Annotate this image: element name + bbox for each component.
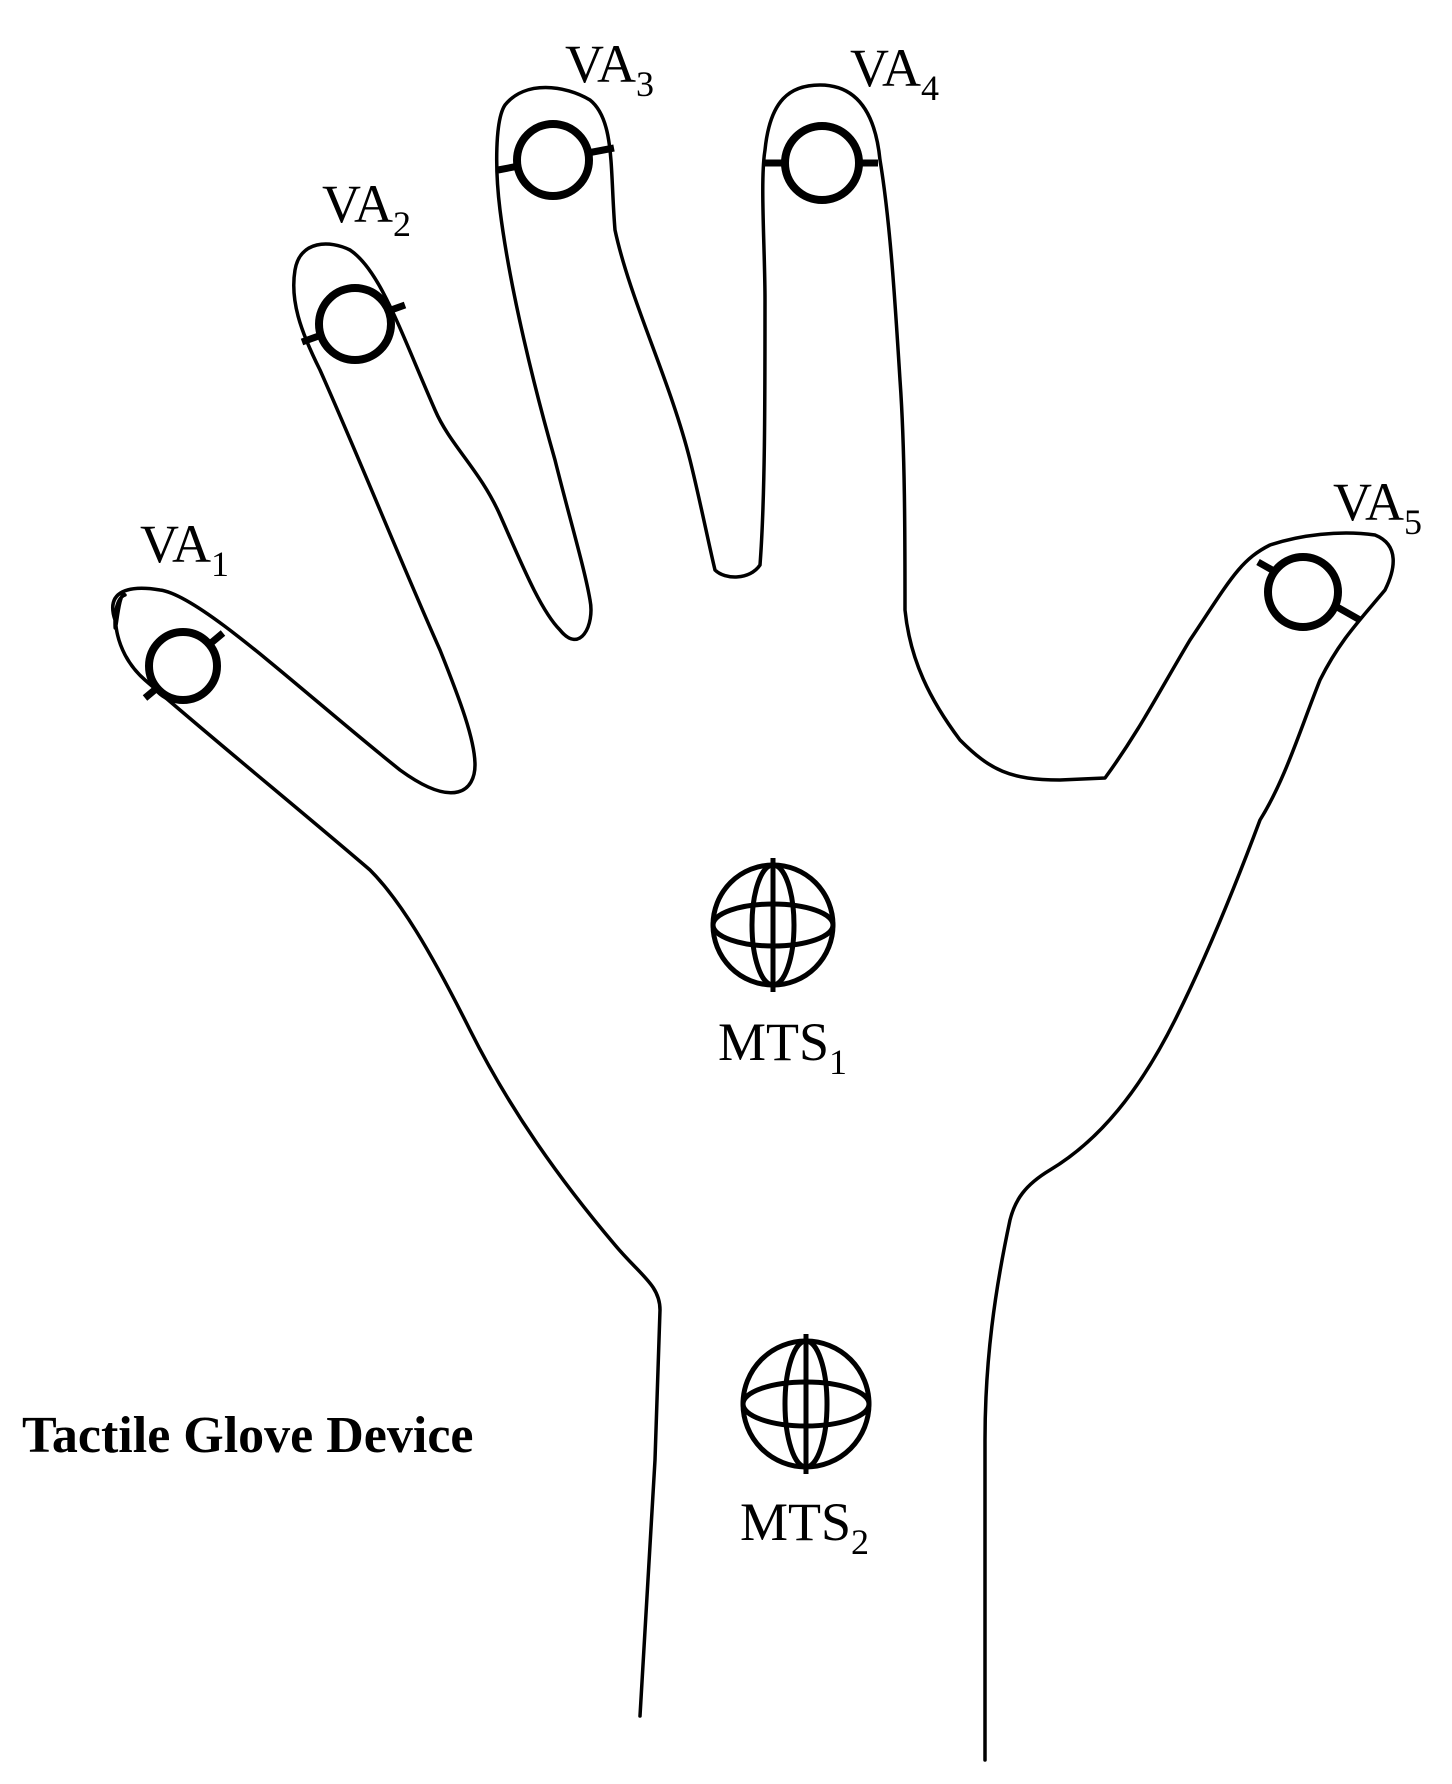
- label-va5: VA5: [1333, 472, 1422, 542]
- actuator-va4: [765, 122, 878, 204]
- label-mts2: MTS2: [740, 1492, 869, 1562]
- label-va1: VA1: [140, 514, 229, 584]
- actuator-ring-icon: [781, 122, 863, 204]
- actuator-va2: [300, 284, 407, 364]
- label-va4: VA4: [850, 38, 939, 108]
- diagram-title: Tactile Glove Device: [22, 1407, 474, 1464]
- sensor-mts1: [710, 858, 836, 992]
- actuator-va5: [1256, 553, 1362, 631]
- hand-outline: [111, 83, 1395, 1762]
- globe-icon: [740, 1334, 872, 1474]
- actuator-va1: [142, 628, 226, 704]
- label-va2: VA2: [322, 174, 411, 244]
- actuator-ring-icon: [145, 628, 221, 704]
- actuator-ring-icon: [513, 120, 593, 200]
- actuator-va3: [497, 120, 615, 200]
- label-mts1: MTS1: [718, 1012, 847, 1082]
- actuator-ring-icon: [1264, 553, 1342, 631]
- actuator-ring-icon: [315, 284, 395, 364]
- sensor-mts2: [740, 1334, 872, 1474]
- globe-icon: [710, 858, 836, 992]
- label-va3: VA3: [565, 34, 654, 104]
